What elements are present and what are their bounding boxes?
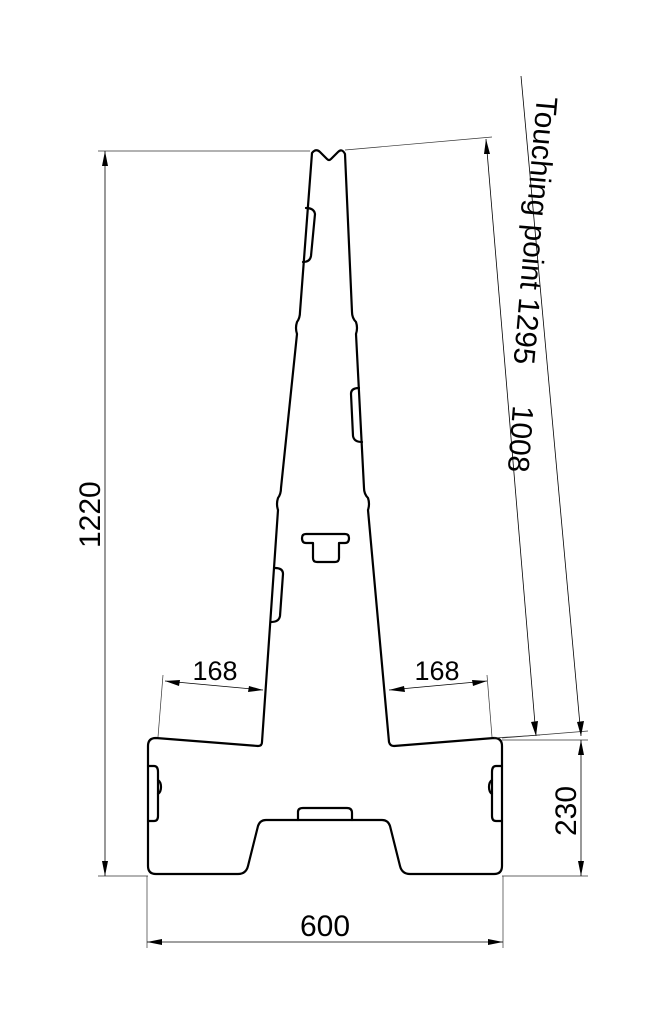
leg-slot-middle-right [349,386,364,444]
base-knob-right [487,778,494,796]
base-center-tab [296,806,354,822]
base-slot-left [146,764,160,823]
leg-slot-lower-left [269,566,285,624]
label-leg-length: 1008 [501,404,539,473]
stand-outline [146,149,504,876]
label-height-total: 1220 [74,481,107,548]
t-slot-hole [300,532,351,564]
label-base-height: 230 [550,786,583,836]
dim-base-width: 600 [146,876,504,948]
base-knob-left [156,778,163,796]
dim-leg-length: 1008 [344,136,541,739]
base-slot-right [490,764,504,823]
dim-height-total: 1220 [74,150,310,877]
label-touching-point: Touching point 1295 [507,95,563,365]
label-right-foot-offset: 168 [414,656,459,686]
label-left-foot-offset: 168 [192,656,237,686]
leg-slot-upper-left [301,206,317,264]
stand-body [146,149,504,876]
label-base-width: 600 [300,910,350,943]
dim-right-foot-offset: 168 [388,656,493,738]
dim-left-foot-offset: 168 [157,656,264,738]
dim-base-height: 230 [502,739,588,877]
